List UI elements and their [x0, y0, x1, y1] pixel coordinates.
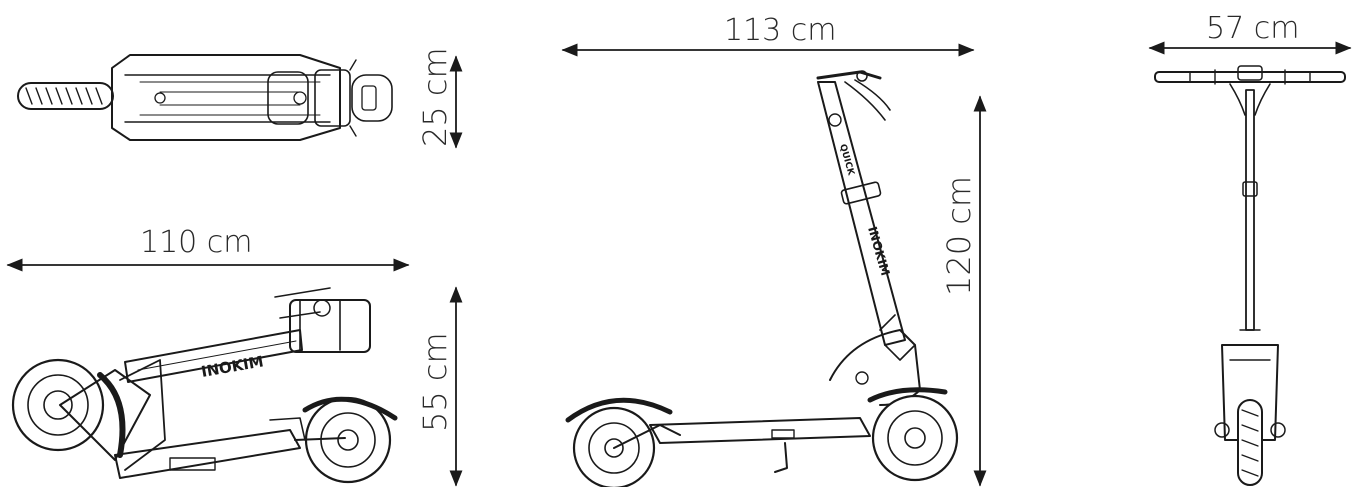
front-view-drawing	[1154, 65, 1346, 486]
stem-logo: INOKIM	[865, 225, 892, 277]
unfolded-length-label: 113 cm	[724, 13, 837, 48]
folded-length-label: 110 cm	[140, 225, 253, 260]
folded-side-view-drawing: INOKIM	[11, 287, 398, 484]
folded-height-label: 55 cm	[416, 332, 454, 432]
top-width-label: 25 cm	[416, 47, 454, 147]
top-view-drawing	[17, 54, 393, 141]
unfolded-height-label: 120 cm	[940, 176, 978, 296]
handlebar-width-label: 57 cm	[1206, 11, 1299, 46]
unfolded-side-view-drawing: QUICK INOKIM	[565, 70, 959, 487]
